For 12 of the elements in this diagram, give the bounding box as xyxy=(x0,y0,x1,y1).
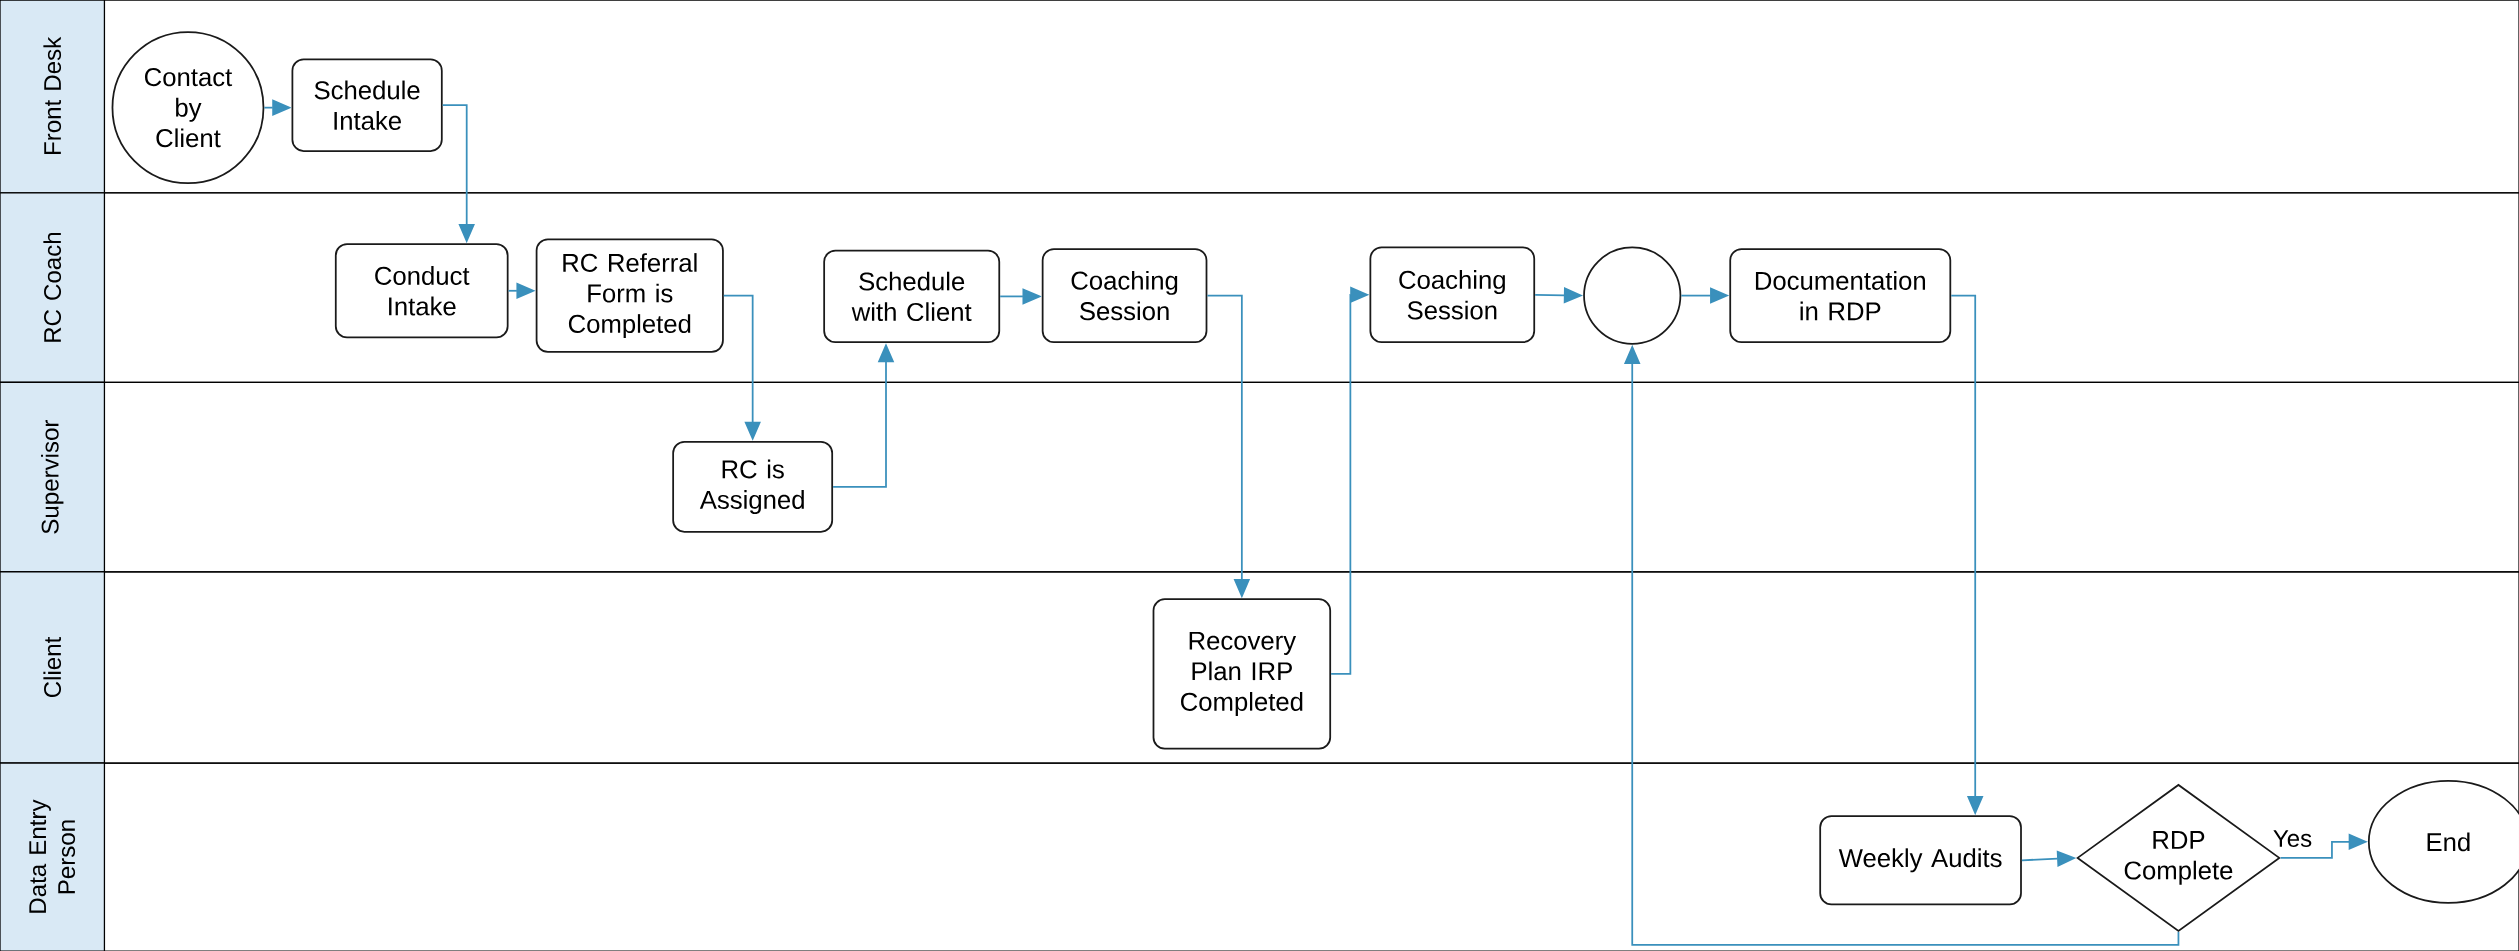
process-box: Coaching Session xyxy=(1041,248,1208,344)
node-label: End xyxy=(2427,832,2470,852)
process-box: Recovery Plan IRP Completed xyxy=(1152,598,1332,750)
process-box: RC is Assigned xyxy=(672,440,834,533)
circle-node xyxy=(1583,246,1682,345)
process-box: Schedule Intake xyxy=(291,58,443,152)
process-box: Weekly Audits xyxy=(1819,815,2022,906)
process-box: Conduct Intake xyxy=(334,243,509,339)
process-box: Schedule with Client xyxy=(823,249,1001,344)
process-box: Coaching Session xyxy=(1369,246,1536,344)
process-box: RC Referral Form is Completed xyxy=(535,238,724,353)
process-box: Documentation in RDP xyxy=(1729,248,1952,344)
